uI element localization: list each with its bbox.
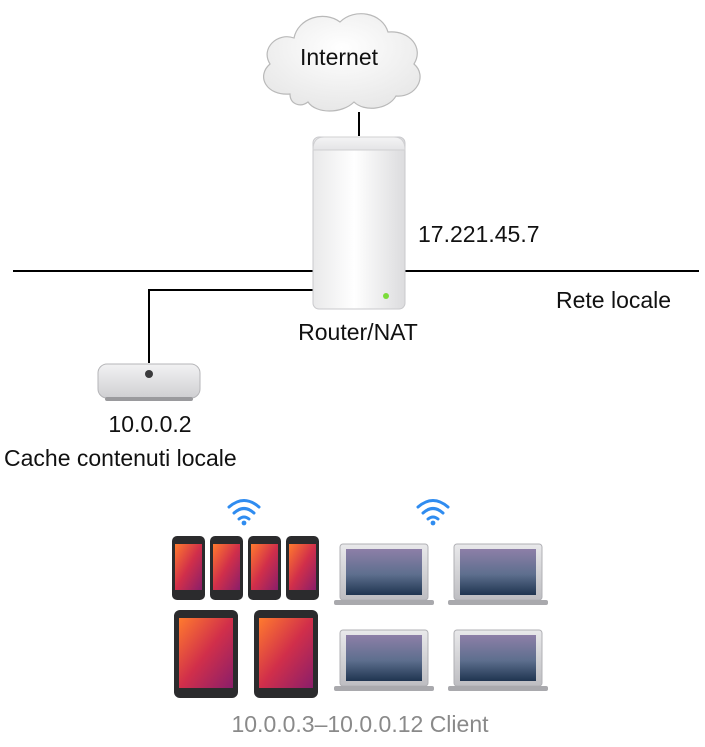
macbook-device [448,629,548,691]
cache-label: Cache contenuti locale [4,445,237,471]
iphone-device [172,536,205,600]
macbook-device [334,629,434,691]
iphone-device [248,536,281,600]
client-devices [170,534,550,700]
cache-link-vertical [148,289,150,363]
router-device [312,136,406,310]
clients-label: 10.0.0.3–10.0.0.12 Client [231,711,489,737]
apple-logo-icon [145,370,153,378]
local-network-label: Rete locale [556,287,672,313]
router-icon [312,136,406,310]
wifi-icon-right [415,496,451,526]
internet-router-link [358,112,360,136]
cache-link-horizontal [148,289,320,291]
iphone-device [210,536,243,600]
ipad-device [174,610,238,698]
macbook-device [334,543,434,605]
cache-device [97,363,201,403]
mac-mini-icon [97,363,201,401]
router-public-ip: 17.221.45.7 [418,221,540,247]
internet-label: Internet [300,44,378,70]
wifi-icon [416,499,450,526]
router-label: Router/NAT [298,319,418,345]
wifi-icon-left [226,496,262,526]
wifi-icon [227,499,261,526]
macbook-device [448,543,548,605]
internet-cloud: Internet [250,4,428,116]
cache-ip: 10.0.0.2 [108,411,192,437]
router-status-led [383,293,389,299]
cloud-icon [263,13,421,112]
ipad-device [254,610,318,698]
iphone-device [286,536,319,600]
